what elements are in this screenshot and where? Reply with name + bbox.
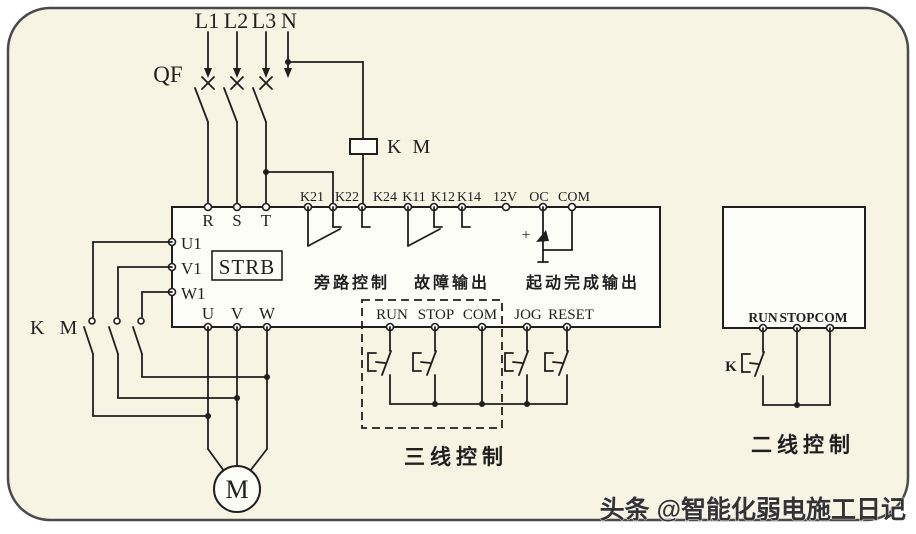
supply-line-l1-label: L1 [195, 8, 219, 33]
contactor-coil-km: K M [349, 136, 433, 205]
bottom-terminals: RUN STOP COM JOG RESET [376, 307, 594, 332]
three-wire-title: 三线控制 [404, 445, 508, 469]
terminal-w1-label: W1 [181, 284, 206, 303]
contactor-contact-3 [132, 317, 145, 378]
model-label: STRB [219, 255, 276, 279]
terminal-r-label: R [202, 211, 214, 230]
motor-section: M [207, 326, 268, 513]
breaker-qf-symbol [194, 31, 273, 205]
terminal-w-label: W [259, 304, 276, 323]
terminal-k12-label: K12 [431, 190, 455, 205]
starter-outline [171, 206, 661, 328]
jog-pushbutton [504, 326, 529, 405]
terminal-oc-label: OC [529, 190, 548, 205]
three-wire-dashed-frame [361, 299, 503, 429]
transistor-arrow-icon [536, 230, 549, 242]
terminal-u-label: U [202, 304, 214, 323]
terminal-run-label: RUN [376, 307, 408, 323]
arrow-down-icon [262, 68, 270, 78]
terminal-u1-label: U1 [181, 234, 202, 253]
contactor-contact-2 [108, 317, 121, 399]
arrow-down-icon [284, 68, 292, 78]
terminal-k22-label: K22 [335, 190, 359, 205]
terminal-k14-label: K14 [457, 190, 481, 205]
terminal-stop-label: STOP [418, 307, 454, 323]
supply-line-l3-label: L3 [252, 8, 276, 33]
soft-starter-box: R S T U1 V1 W1 STRB U V W K21 K22 K24 K1… [167, 190, 661, 332]
coil-symbol [349, 138, 378, 155]
contactor-km-label: K M [30, 317, 82, 339]
plus-sign: + [521, 227, 530, 244]
fault-relay-contact [407, 206, 471, 247]
terminal-s-label: S [232, 211, 241, 230]
k-switch-label: K [725, 359, 737, 375]
arrow-down-icon [233, 68, 241, 78]
terminal-k24-label: K24 [373, 190, 397, 205]
reset-pushbutton [544, 326, 569, 405]
run-pushbutton [367, 326, 392, 405]
bypass-contactor-section: K M [30, 241, 270, 419]
terminal-k21-label: K21 [300, 190, 324, 205]
terminal-jog-label: JOG [514, 307, 542, 323]
bypass-relay-contact [307, 206, 371, 247]
fault-output-label: 故障输出 [414, 273, 490, 292]
k-switch: K [725, 327, 765, 406]
bypass-control-label: 旁路控制 [313, 273, 390, 292]
terminal-k11-label: K11 [402, 190, 426, 205]
phase-branch-to-k22 [263, 169, 334, 205]
three-wire-control-section: 三线控制 [361, 299, 569, 469]
stop-pushbutton [412, 326, 437, 405]
two-wire-title: 二线控制 [751, 433, 855, 457]
supply-section: L1 L2 L3 N QF K [153, 8, 433, 205]
terminal-12v-label: 12V [493, 190, 517, 205]
neutral-wire [284, 31, 364, 140]
terminal-reset-label: RESET [548, 307, 594, 323]
motor-circle [213, 465, 261, 513]
watermark-text: 头条 @智能化弱电施工日记 [600, 495, 906, 524]
two-wire-box [722, 206, 866, 329]
two-wire-stop-label: STOP [779, 310, 814, 325]
supply-line-l2-label: L2 [224, 8, 248, 33]
terminal-com-top-label: COM [558, 190, 590, 205]
contactor-contact-1 [83, 317, 96, 417]
coil-km-label: K M [387, 136, 433, 158]
motor-label: M [225, 475, 248, 504]
start-complete-label: 起动完成输出 [525, 273, 640, 292]
two-wire-control-section: RUN STOP COM K 二线控制 [722, 206, 866, 457]
arrow-down-icon [204, 68, 212, 78]
open-collector-transistor: + [521, 206, 573, 263]
terminal-v-label: V [231, 304, 244, 323]
terminal-t-label: T [261, 211, 272, 230]
two-wire-com-label: COM [815, 310, 848, 325]
breaker-qf-label: QF [153, 62, 182, 87]
model-frame [211, 250, 283, 281]
terminal-com-label: COM [463, 307, 497, 323]
two-wire-run-label: RUN [748, 310, 777, 325]
terminal-v1-label: V1 [181, 259, 202, 278]
supply-line-n-label: N [281, 8, 297, 33]
top-terminals: K21 K22 K24 K11 K12 K14 12V OC COM [300, 190, 590, 212]
